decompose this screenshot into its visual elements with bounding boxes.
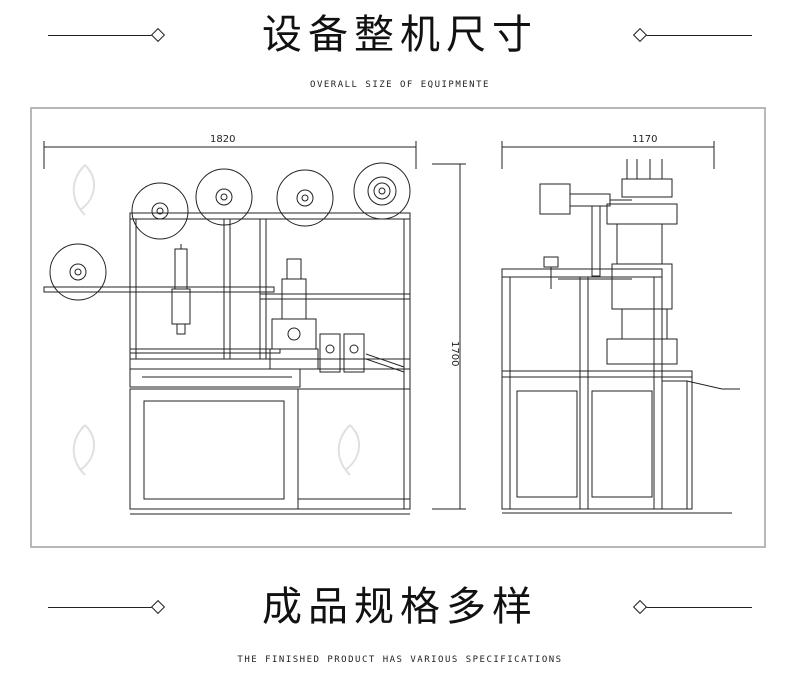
front-width-label: 1820 (210, 134, 235, 145)
side-width-label: 1170 (632, 134, 657, 145)
section-1-subtitle: OVERALL SIZE OF EQUIPMENTE (310, 80, 490, 90)
section-1-title: 设备整机尺寸 (262, 12, 538, 58)
section-2-heading: 成品规格多样 (0, 577, 800, 637)
watermark-logo-icon (72, 424, 95, 476)
heading-rule-left (48, 35, 158, 36)
heading-rule-left (48, 607, 158, 608)
height-label: 1700 (449, 341, 460, 366)
section-2-subtitle: THE FINISHED PRODUCT HAS VARIOUS SPECIFI… (237, 655, 563, 665)
machine-drawing: 1820 1170 1700 (43, 134, 740, 515)
heading-rule-right (642, 607, 752, 608)
heading-rule-right (642, 35, 752, 36)
section-1-heading: 设备整机尺寸 (0, 5, 800, 65)
watermark-logo-icon (72, 164, 95, 216)
watermark-logo-icon (337, 424, 360, 476)
section-2-title: 成品规格多样 (262, 584, 538, 630)
drawing-frame: 1820 1170 1700 (30, 107, 766, 548)
